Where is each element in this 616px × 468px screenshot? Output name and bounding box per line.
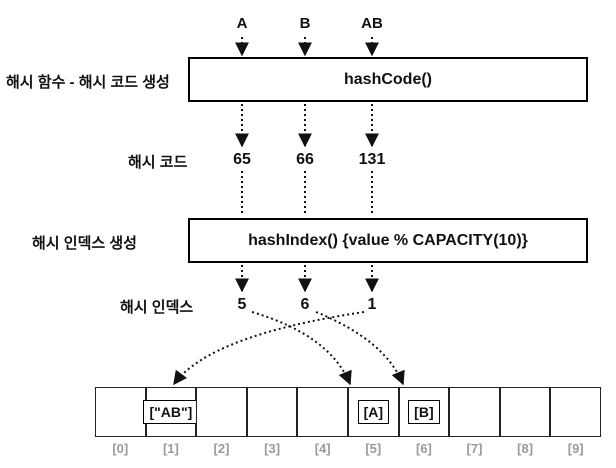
array-index-6: [6]	[415, 441, 432, 456]
hash-code-label: 해시 코드	[128, 154, 188, 171]
array-cell-6: [B]	[398, 387, 450, 437]
hash-index-gen-label: 해시 인덱스 생성	[32, 235, 137, 252]
hashindex-function-text: hashIndex() {value % CAPACITY(10)}	[248, 231, 528, 249]
array-cell-0	[95, 387, 146, 437]
hashindex-function-box: hashIndex() {value % CAPACITY(10)}	[188, 218, 588, 263]
array-index-8: [8]	[517, 441, 534, 456]
hash-function-label: 해시 함수 - 해시 코드 생성	[6, 74, 170, 91]
array-cell-1: ["AB"]	[143, 387, 199, 437]
key-b: B	[299, 15, 311, 32]
array-cell-9	[550, 387, 601, 437]
array-index-4: [4]	[314, 441, 331, 456]
array-index-3: [3]	[264, 441, 281, 456]
hash-index-a: 5	[237, 296, 247, 313]
array-index-9: [9]	[567, 441, 584, 456]
array-cell-3	[246, 387, 298, 437]
array-index-7: [7]	[466, 441, 483, 456]
hash-code-ab: 131	[358, 151, 386, 168]
arrow-index6-to-slot6	[315, 311, 405, 386]
key-ab: AB	[361, 15, 383, 32]
array-value-b: [B]	[408, 400, 440, 424]
array-cell-7	[449, 387, 500, 437]
array-cell-2	[196, 387, 247, 437]
array-cell-5: [A]	[348, 387, 399, 437]
array-index-5: [5]	[365, 441, 382, 456]
array-value-ab: ["AB"]	[143, 400, 199, 424]
hash-index-ab: 1	[367, 296, 377, 313]
array-index-1: [1]	[162, 441, 179, 456]
hash-code-a: 65	[233, 151, 251, 168]
hash-index-label: 해시 인덱스	[120, 299, 194, 316]
hashcode-function-text: hashCode()	[344, 70, 432, 88]
array-value-a: [A]	[357, 400, 390, 424]
hash-code-b: 66	[296, 151, 314, 168]
hashcode-function-box: hashCode()	[188, 57, 588, 102]
array-index-2: [2]	[213, 441, 230, 456]
array-index-0: [0]	[112, 441, 129, 456]
key-a: A	[236, 15, 248, 32]
array-cell-8	[499, 387, 551, 437]
arrow-index5-to-slot5	[251, 311, 352, 386]
arrow-index1-to-slot1	[173, 311, 365, 386]
array-cell-4	[297, 387, 348, 437]
hash-index-b: 6	[300, 296, 310, 313]
